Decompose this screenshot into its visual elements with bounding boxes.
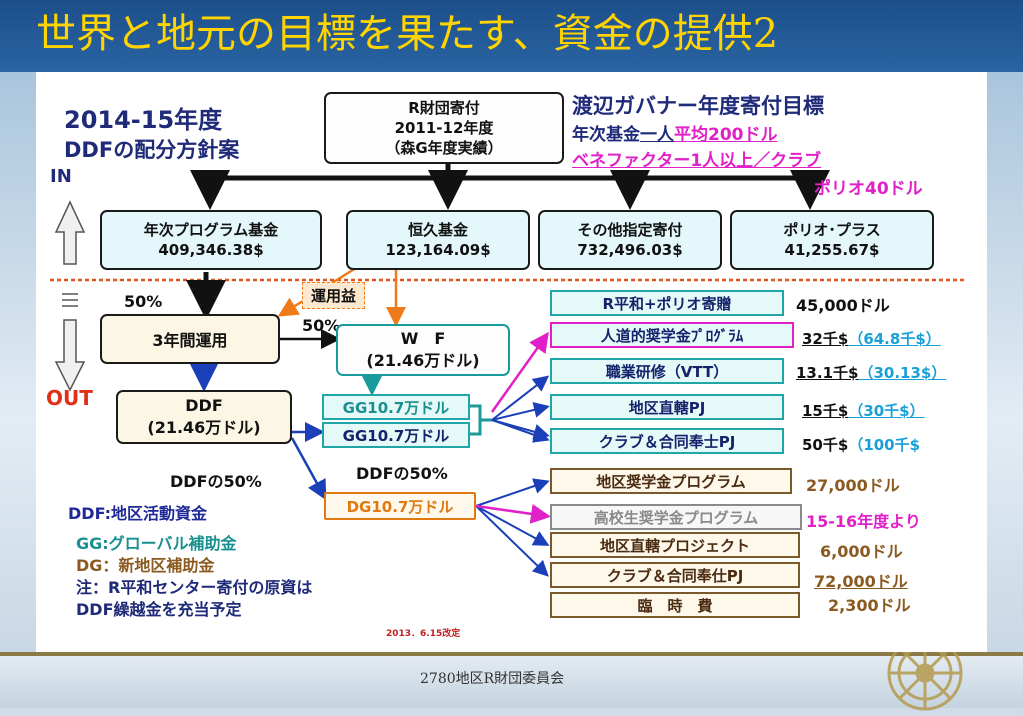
governor-goal-line1: 年次基金一人平均200ドル — [572, 120, 778, 145]
footer-divider — [0, 652, 1023, 656]
fund-name: ポリオ･プラス — [783, 221, 881, 239]
fund-amount: 732,496.03$ — [577, 241, 683, 259]
fund-box-other: その他指定寄付 732,496.03$ — [538, 210, 722, 270]
dg-target-district-project: 地区直轄プロジェクト — [550, 532, 800, 558]
fund-name: 年次プログラム基金 — [143, 221, 279, 239]
dg-target-district-scholarship-value: 27,000ドル — [806, 476, 900, 495]
up-arrow-icon — [54, 200, 86, 265]
gg-target-peace-polio: R平和+ポリオ寄贈 — [550, 290, 784, 316]
fund-name: その他指定寄付 — [577, 221, 683, 239]
fund-name: 恒久基金 — [407, 221, 468, 239]
slide-title: 世界と地元の目標を果たす、資金の提供2 — [36, 11, 779, 57]
foundation-donation-note: （森G年度実績） — [385, 139, 503, 157]
gg-target-vtt-total: （30.13$） — [858, 364, 947, 382]
sky-background-right — [987, 72, 1023, 652]
legend-ddf: DDF:地区活動資金 — [68, 504, 208, 523]
down-arrow-icon — [54, 293, 86, 392]
gg-target-vtt: 職業研修（VTT） — [550, 358, 784, 384]
foundation-donation-box: R財団寄付 2011-12年度 （森G年度実績） — [324, 92, 564, 164]
gg-target-humanitarian-total: （64.8千$） — [848, 330, 941, 348]
ddf-amount: (21.46万ドル) — [147, 418, 261, 437]
dg-target-highschool-scholarship: 高校生奨学金プログラム — [550, 504, 802, 530]
dg-target-contingency: 臨 時 費 — [550, 592, 800, 618]
gg-target-vtt-value: 13.1千$（30.13$） — [796, 362, 946, 383]
ddf-half-left: DDFの50% — [170, 472, 262, 491]
three-year-operation-label: 3年間運用 — [152, 331, 228, 350]
fund-amount: 41,255.67$ — [784, 241, 880, 259]
legend-gg: GG:グローバル補助金 — [76, 534, 237, 553]
governor-goal-heading: 渡辺ガバナー年度寄付目標 — [572, 94, 824, 118]
annual-split-percent: 50% — [124, 292, 163, 311]
fund-amount: 123,164.09$ — [385, 241, 491, 259]
out-label: OUT — [46, 386, 93, 410]
sky-background-left — [0, 72, 36, 652]
ddf-half-right: DDFの50% — [356, 464, 448, 483]
governor-goal-average: 平均200ドル — [674, 125, 778, 145]
dg-target-district-project-value: 6,000ドル — [820, 542, 903, 561]
slide-content: 2014-15年度 DDFの配分方針案 IN OUT R財団寄付 2011-12… — [36, 72, 987, 652]
left-title-year: 2014-15年度 — [64, 106, 223, 134]
gg-target-district-pj-amount: 15千$ — [802, 402, 849, 420]
gg-target-club-pj-value: 50千$（100千$ — [802, 434, 920, 455]
distribution-bus — [190, 164, 830, 210]
gg-target-peace-polio-value: 45,000ドル — [796, 296, 890, 315]
foundation-donation-year: 2011-12年度 — [394, 119, 494, 137]
revision-date: 2013．6.15改定 — [386, 629, 461, 639]
dg-target-club-pj-value: 72,000ドル — [814, 572, 908, 591]
in-label: IN — [50, 166, 72, 187]
left-title-policy: DDFの配分方針案 — [64, 138, 240, 162]
world-fund-box: W F (21.46万ドル) — [336, 324, 510, 376]
dg-target-district-scholarship: 地区奨学金プログラム — [550, 468, 792, 494]
governor-goal-per-person: 一人 — [640, 125, 674, 145]
operating-income-label: 運用益 — [302, 282, 366, 309]
wf-percent: 50% — [302, 316, 341, 335]
global-grant-box-1: GG10.7万ドル — [322, 394, 470, 420]
legend-dg: DG：新地区補助金 — [76, 556, 215, 575]
global-grant-box-2: GG10.7万ドル — [322, 422, 470, 448]
district-grant-box: DG10.7万ドル — [324, 492, 476, 520]
gg-target-district-pj-value: 15千$（30千$） — [802, 400, 925, 421]
fund-box-polio: ポリオ･プラス 41,255.67$ — [730, 210, 934, 270]
gg-target-humanitarian-value: 32千$（64.8千$） — [802, 328, 941, 349]
title-bar: 世界と地元の目標を果たす、資金の提供2 — [0, 0, 1023, 72]
gg-target-vtt-amount: 13.1千$ — [796, 364, 859, 382]
fund-box-permanent: 恒久基金 123,164.09$ — [346, 210, 530, 270]
gg-target-humanitarian-scholarship: 人道的奨学金ﾌﾟﾛｸﾞﾗﾑ — [550, 322, 794, 348]
ddf-box: DDF (21.46万ドル) — [116, 390, 292, 444]
fund-box-annual: 年次プログラム基金 409,346.38$ — [100, 210, 322, 270]
governor-goal-benefactor: ベネファクター1人以上／クラブ — [572, 151, 822, 171]
gg-target-humanitarian-amount: 32千$ — [802, 330, 849, 348]
footer-text: 2780地区R財団委員会 — [420, 671, 565, 687]
world-fund-amount: (21.46万ドル) — [366, 351, 480, 370]
foundation-donation-title: R財団寄付 — [408, 99, 480, 117]
ddf-title: DDF — [185, 396, 223, 415]
governor-goal-polio: ポリオ40ドル — [814, 179, 923, 199]
world-fund-title: W F — [400, 329, 446, 348]
gg-target-club-pj-amount: 50千$ — [802, 436, 849, 454]
footer-band — [0, 652, 1023, 708]
governor-goal-prefix: 年次基金 — [572, 125, 640, 145]
flow-connectors — [50, 164, 966, 577]
legend-note-1: 注：R平和センター寄付の原資は — [76, 578, 313, 597]
dg-target-highschool-note: 15-16年度より — [806, 512, 921, 531]
gg-target-club-pj-total: （100千$ — [848, 436, 921, 454]
gg-target-club-pj: クラブ＆合同奉士PJ — [550, 428, 784, 454]
gg-target-district-pj-total: （30千$） — [848, 402, 925, 420]
dg-target-club-pj: クラブ＆合同奉仕PJ — [550, 562, 800, 588]
three-year-operation-box: 3年間運用 — [100, 314, 280, 364]
dg-target-contingency-value: 2,300ドル — [828, 596, 911, 615]
legend-note-2: DDF繰越金を充当予定 — [76, 600, 242, 619]
fund-amount: 409,346.38$ — [158, 241, 264, 259]
gg-target-district-pj: 地区直轄PJ — [550, 394, 784, 420]
